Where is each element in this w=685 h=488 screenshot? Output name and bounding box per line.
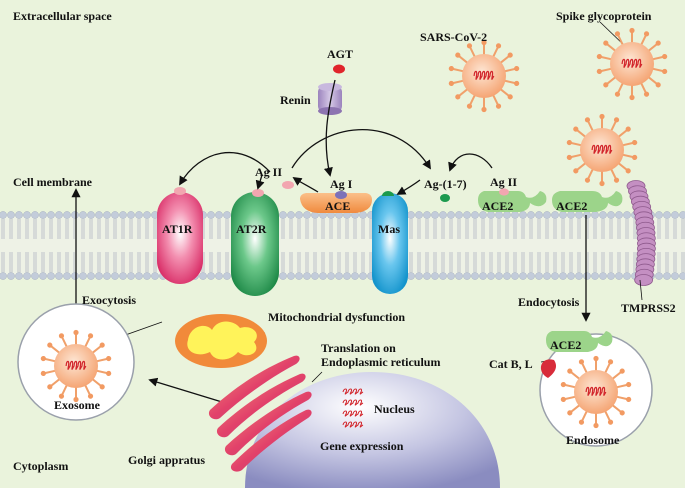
label-ag-ii-left: Ag II bbox=[255, 165, 282, 179]
at1r-receptor bbox=[157, 187, 203, 284]
label-golgi: Golgi appratus bbox=[128, 453, 205, 467]
label-exocytosis: Exocytosis bbox=[82, 293, 136, 307]
label-endosome: Endosome bbox=[566, 433, 620, 447]
cell-membrane-bilayer bbox=[0, 211, 685, 280]
rna-coils bbox=[342, 388, 364, 428]
virus-in-exosome bbox=[39, 328, 113, 404]
ag-ii-molecule bbox=[282, 181, 294, 189]
mitochondrion-icon bbox=[175, 314, 267, 368]
virus-sars-cov-2 bbox=[447, 38, 521, 114]
label-agt: AGT bbox=[327, 47, 353, 61]
label-ace2-membrane: ACE2 bbox=[482, 199, 513, 213]
label-endocytosis: Endocytosis bbox=[518, 295, 580, 309]
label-renin: Renin bbox=[280, 93, 311, 107]
label-gene-expression: Gene expression bbox=[320, 439, 404, 453]
label-ace: ACE bbox=[325, 199, 350, 213]
label-exosome: Exosome bbox=[54, 398, 101, 412]
ag-1-7-molecule bbox=[440, 194, 450, 202]
label-translation-line1: Translation on bbox=[321, 341, 396, 355]
label-tmprss2: TMPRSS2 bbox=[621, 301, 676, 315]
tmprss2-protease bbox=[626, 180, 656, 286]
label-nucleus: Nucleus bbox=[374, 402, 415, 416]
label-at1r: AT1R bbox=[162, 222, 193, 236]
label-mas: Mas bbox=[378, 222, 400, 236]
label-cell-membrane: Cell membrane bbox=[13, 175, 93, 189]
agt-molecule bbox=[333, 64, 345, 74]
label-at2r: AT2R bbox=[236, 222, 267, 236]
label-ace2-endosome: ACE2 bbox=[550, 338, 581, 352]
label-ace2-virus: ACE2 bbox=[556, 199, 587, 213]
label-translation-line2: Endoplasmic reticulum bbox=[321, 355, 440, 369]
pathway-arrows bbox=[71, 79, 591, 403]
virus-spike-glycoprotein bbox=[595, 26, 669, 102]
label-sars-cov-2: SARS-CoV-2 bbox=[420, 30, 487, 44]
label-spike-glycoprotein: Spike glycoprotein bbox=[556, 9, 652, 23]
label-ag-i: Ag I bbox=[330, 177, 353, 191]
golgi-apparatus-icon bbox=[208, 355, 312, 472]
mas-receptor bbox=[372, 191, 408, 294]
virus-bound-ace2 bbox=[565, 112, 639, 188]
nucleus-icon bbox=[245, 372, 500, 488]
ace2-membrane bbox=[478, 188, 547, 212]
label-cat-b-l: Cat B, L bbox=[489, 357, 533, 371]
ace-enzyme bbox=[300, 191, 372, 213]
label-ag-ii-right: Ag II bbox=[490, 175, 517, 189]
label-mitochondrial-dysfunction: Mitochondrial dysfunction bbox=[268, 310, 405, 324]
label-extracellular-space: Extracellular space bbox=[13, 9, 112, 23]
label-ag-1-7: Ag-(1-7) bbox=[424, 177, 467, 191]
at2r-receptor bbox=[231, 189, 279, 296]
virus-in-endosome bbox=[559, 354, 633, 430]
label-cytoplasm: Cytoplasm bbox=[13, 459, 68, 473]
ace2-virus-bound bbox=[552, 191, 623, 212]
renin-icon bbox=[318, 83, 342, 115]
